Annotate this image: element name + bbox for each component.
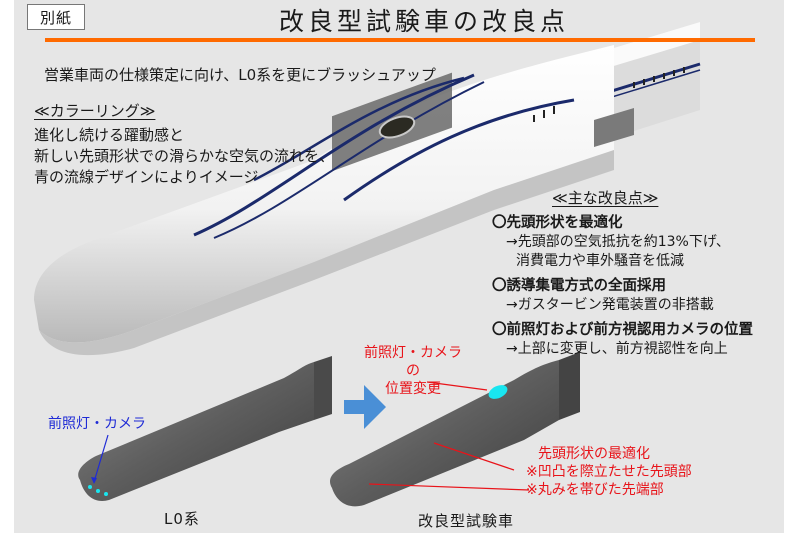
l0-headlight-callout: 前照灯・カメラ: [48, 416, 146, 432]
improvement-title: 〇前照灯および前方視認用カメラの位置: [492, 322, 753, 338]
improvement-detail: →先頭部の空気抵抗を約13%下げ、: [506, 234, 730, 250]
coloring-line: 青の流線デザインによりイメージ: [34, 168, 259, 186]
improvement-title: 〇誘導集電方式の全面採用: [492, 278, 666, 294]
improvements-list: ≪主な改良点≫ 〇先頭形状を最適化 →先頭部の空気抵抗を約13%下げ、 消費電力…: [492, 187, 784, 359]
improvement-detail: →上部に変更し、前方視認性を向上: [506, 341, 728, 357]
improvements-heading: ≪主な改良点≫: [552, 189, 659, 207]
coloring-description: 進化し続ける躍動感と 新しい先頭形状での滑らかな空気の流れを、 青の流線デザイン…: [34, 125, 334, 188]
improved-test-car-caption: 改良型試験車: [418, 512, 515, 530]
title-underline: [45, 38, 755, 42]
slide: 別紙 改良型試験車の改良点 営業車両の仕様策定に向け、L0系を更にブラッシュアッ…: [14, 0, 784, 533]
coloring-line: 新しい先頭形状での滑らかな空気の流れを、: [34, 147, 335, 165]
maglev-train-illustration: [34, 22, 701, 507]
improvement-detail: →ガスタービン発電装置の非搭載: [506, 297, 714, 313]
coloring-line: 進化し続ける躍動感と: [34, 126, 185, 144]
callout-line: ※丸みを帯びた先端部: [526, 482, 664, 498]
appendix-badge: 別紙: [27, 4, 85, 30]
callout-line: 前照灯・カメラの: [364, 345, 462, 379]
coloring-heading: ≪カラーリング≫: [34, 102, 156, 120]
callout-line: 位置変更: [385, 381, 441, 397]
callout-line: ※凹凸を際立たせた先頭部: [526, 464, 692, 480]
improvement-detail: 消費電力や車外騒音を低減: [516, 253, 684, 269]
page-title: 改良型試験車の改良点: [278, 7, 569, 36]
nose-shape-callout: 先頭形状の最適化 ※凹凸を際立たせた先頭部 ※丸みを帯びた先端部: [526, 445, 692, 499]
subtitle: 営業車両の仕様策定に向け、L0系を更にブラッシュアップ: [44, 66, 436, 84]
l0-series-caption: L0系: [164, 510, 200, 528]
callout-line: 先頭形状の最適化: [538, 446, 650, 462]
headlight-relocation-callout: 前照灯・カメラの 位置変更: [358, 344, 468, 398]
improvement-title: 〇先頭形状を最適化: [492, 215, 623, 231]
